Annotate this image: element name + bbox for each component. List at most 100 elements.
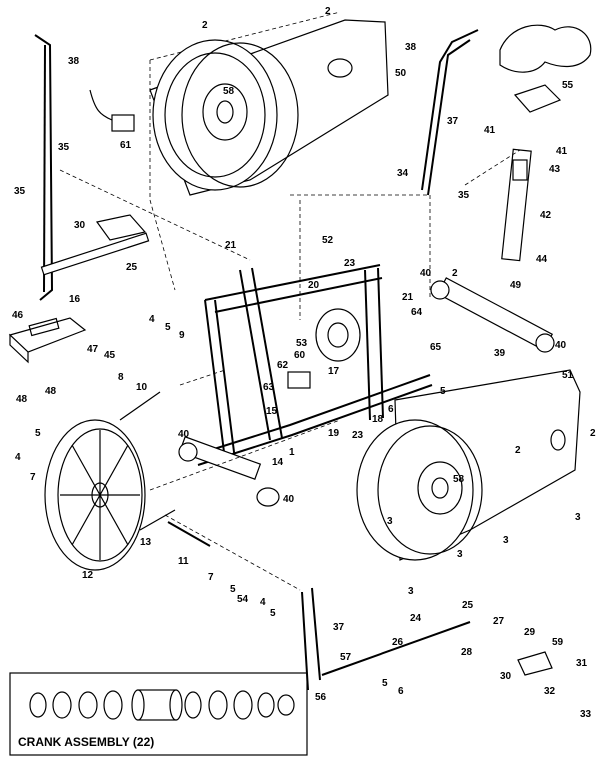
callout-14: 14 bbox=[272, 457, 284, 468]
callout-41: 41 bbox=[556, 146, 568, 157]
callout-3: 3 bbox=[575, 512, 581, 523]
callout-38: 38 bbox=[68, 56, 80, 67]
callout-65: 65 bbox=[430, 342, 442, 353]
inset-caption: CRANK ASSEMBLY (22) bbox=[18, 735, 154, 749]
shroud-hole bbox=[327, 58, 353, 78]
callout-1: 1 bbox=[289, 447, 295, 458]
callout-3: 3 bbox=[408, 586, 414, 597]
callout-31: 31 bbox=[576, 658, 588, 669]
callout-19: 19 bbox=[328, 428, 340, 439]
callout-35: 35 bbox=[458, 190, 470, 201]
callout-53: 53 bbox=[296, 338, 308, 349]
callout-43: 43 bbox=[549, 164, 561, 175]
callout-58: 58 bbox=[223, 86, 235, 97]
callout-27: 27 bbox=[493, 616, 505, 627]
callout-4: 4 bbox=[149, 314, 155, 325]
pedal-59 bbox=[517, 651, 553, 676]
callout-40: 40 bbox=[420, 268, 432, 279]
callout-9: 9 bbox=[179, 330, 185, 341]
tension-block-62 bbox=[287, 371, 311, 389]
belt-13 bbox=[119, 391, 176, 531]
callout-24: 24 bbox=[410, 613, 422, 624]
callout-48: 48 bbox=[16, 394, 28, 405]
callout-23: 23 bbox=[344, 258, 356, 269]
callout-32: 32 bbox=[544, 686, 556, 697]
callout-17: 17 bbox=[328, 366, 340, 377]
callout-20: 20 bbox=[308, 280, 320, 291]
lower-shroud-51 bbox=[394, 369, 581, 561]
callout-5: 5 bbox=[440, 386, 446, 397]
callout-35: 35 bbox=[14, 186, 26, 197]
callout-8: 8 bbox=[118, 372, 124, 383]
callout-5: 5 bbox=[165, 322, 171, 333]
callout-2: 2 bbox=[325, 6, 331, 17]
leader-lines bbox=[59, 149, 521, 591]
shroud-hole-lower bbox=[550, 429, 566, 451]
callout-5: 5 bbox=[35, 428, 41, 439]
callout-21: 21 bbox=[402, 292, 414, 303]
callout-50: 50 bbox=[395, 68, 407, 79]
callout-12: 12 bbox=[82, 570, 94, 581]
callout-61: 61 bbox=[120, 140, 132, 151]
callout-59: 59 bbox=[552, 637, 564, 648]
callout-7: 7 bbox=[30, 472, 36, 483]
pedal-axle-26 bbox=[321, 621, 471, 676]
seat-55 bbox=[499, 24, 592, 73]
left-handlebar-38 bbox=[34, 34, 54, 301]
callout-47: 47 bbox=[87, 344, 99, 355]
callout-26: 26 bbox=[392, 637, 404, 648]
callout-25: 25 bbox=[126, 262, 138, 273]
callout-45: 45 bbox=[104, 350, 116, 361]
callout-15: 15 bbox=[266, 406, 278, 417]
front-stabilizer-14 bbox=[178, 436, 280, 507]
callout-21: 21 bbox=[225, 240, 237, 251]
callout-41: 41 bbox=[484, 125, 496, 136]
callout-5: 5 bbox=[270, 608, 276, 619]
callout-51: 51 bbox=[562, 370, 574, 381]
callout-3: 3 bbox=[503, 535, 509, 546]
rear-stabilizer-39 bbox=[430, 277, 555, 353]
callout-18: 18 bbox=[372, 414, 384, 425]
crank-pulley-17 bbox=[315, 308, 361, 362]
callout-25: 25 bbox=[462, 600, 474, 611]
callout-6: 6 bbox=[398, 686, 404, 697]
callout-56: 56 bbox=[315, 692, 327, 703]
callout-13: 13 bbox=[140, 537, 152, 548]
callout-2: 2 bbox=[202, 20, 208, 31]
callout-42: 42 bbox=[540, 210, 552, 221]
callout-44: 44 bbox=[536, 254, 548, 265]
upper-shroud-50 bbox=[149, 11, 389, 200]
callout-6: 6 bbox=[388, 404, 394, 415]
callout-39: 39 bbox=[494, 348, 506, 359]
callout-49: 49 bbox=[510, 280, 522, 291]
callout-23: 23 bbox=[352, 430, 364, 441]
callout-60: 60 bbox=[294, 350, 306, 361]
callout-40: 40 bbox=[178, 429, 190, 440]
callout-3: 3 bbox=[457, 549, 463, 560]
callout-40: 40 bbox=[283, 494, 295, 505]
callout-40: 40 bbox=[555, 340, 567, 351]
callout-63: 63 bbox=[263, 382, 275, 393]
main-frame-1 bbox=[194, 264, 433, 466]
callout-54: 54 bbox=[237, 594, 249, 605]
callout-46: 46 bbox=[12, 310, 24, 321]
callout-30: 30 bbox=[74, 220, 86, 231]
upper-flywheel-58 bbox=[152, 39, 299, 191]
drive-pulley-12 bbox=[44, 419, 146, 571]
callout-64: 64 bbox=[411, 307, 423, 318]
callout-62: 62 bbox=[277, 360, 289, 371]
callout-55: 55 bbox=[562, 80, 574, 91]
pedal-30a bbox=[95, 214, 147, 241]
callout-35: 35 bbox=[58, 142, 70, 153]
right-handlebar-38 bbox=[421, 29, 479, 191]
crossbar-25 bbox=[40, 232, 150, 276]
callout-57: 57 bbox=[340, 652, 352, 663]
callout-37: 37 bbox=[333, 622, 345, 633]
callout-38: 38 bbox=[405, 42, 417, 53]
lower-flywheel-58 bbox=[356, 419, 483, 561]
seat-post-knob-43 bbox=[512, 159, 528, 181]
callout-10: 10 bbox=[136, 382, 148, 393]
